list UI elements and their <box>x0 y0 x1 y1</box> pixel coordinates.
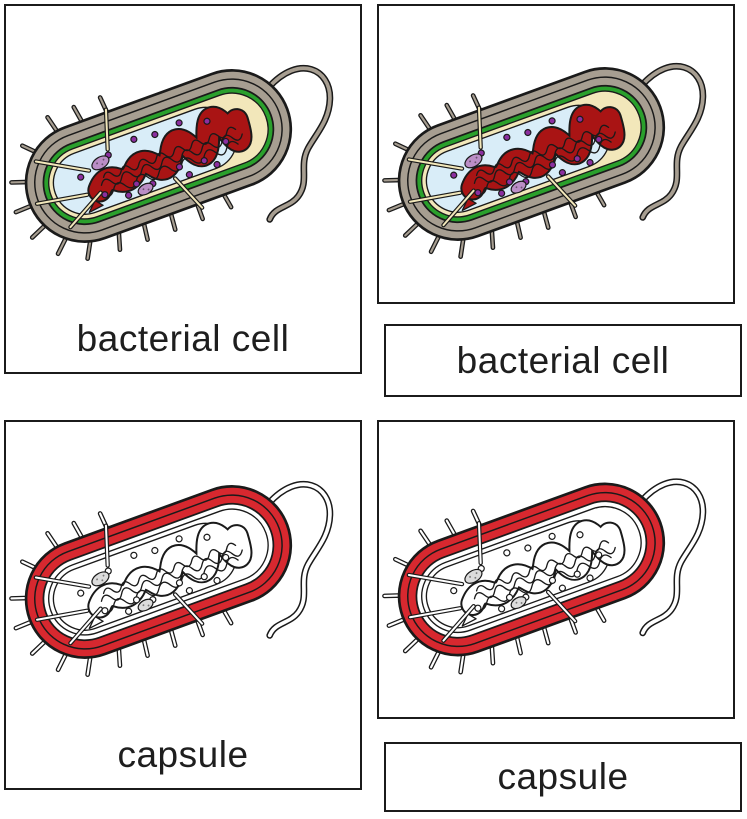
capsule-illustration <box>379 422 733 717</box>
capsule-illustration <box>6 422 360 722</box>
label-card-bacterial-cell: bacterial cell <box>384 324 742 397</box>
bacterial-cell-illustration <box>6 6 360 306</box>
card-label-bacterial-cell: bacterial cell <box>76 318 290 359</box>
capsule-diagram <box>6 422 360 722</box>
bacterial-cell-diagram <box>379 6 733 302</box>
card-label-capsule: capsule <box>117 734 249 775</box>
bacterial-cell-diagram <box>6 6 360 306</box>
bacterial-cell-illustration <box>379 6 733 302</box>
nomenclature-card-bacterial-cell: bacterial cell <box>4 4 362 374</box>
nomenclature-card-capsule: capsule <box>4 420 362 790</box>
picture-card-capsule <box>377 420 735 719</box>
picture-card-bacterial-cell <box>377 4 735 304</box>
label-text-bacterial-cell: bacterial cell <box>456 339 670 381</box>
label-card-capsule: capsule <box>384 742 742 812</box>
label-text-capsule: capsule <box>497 756 629 797</box>
capsule-diagram <box>379 422 733 717</box>
